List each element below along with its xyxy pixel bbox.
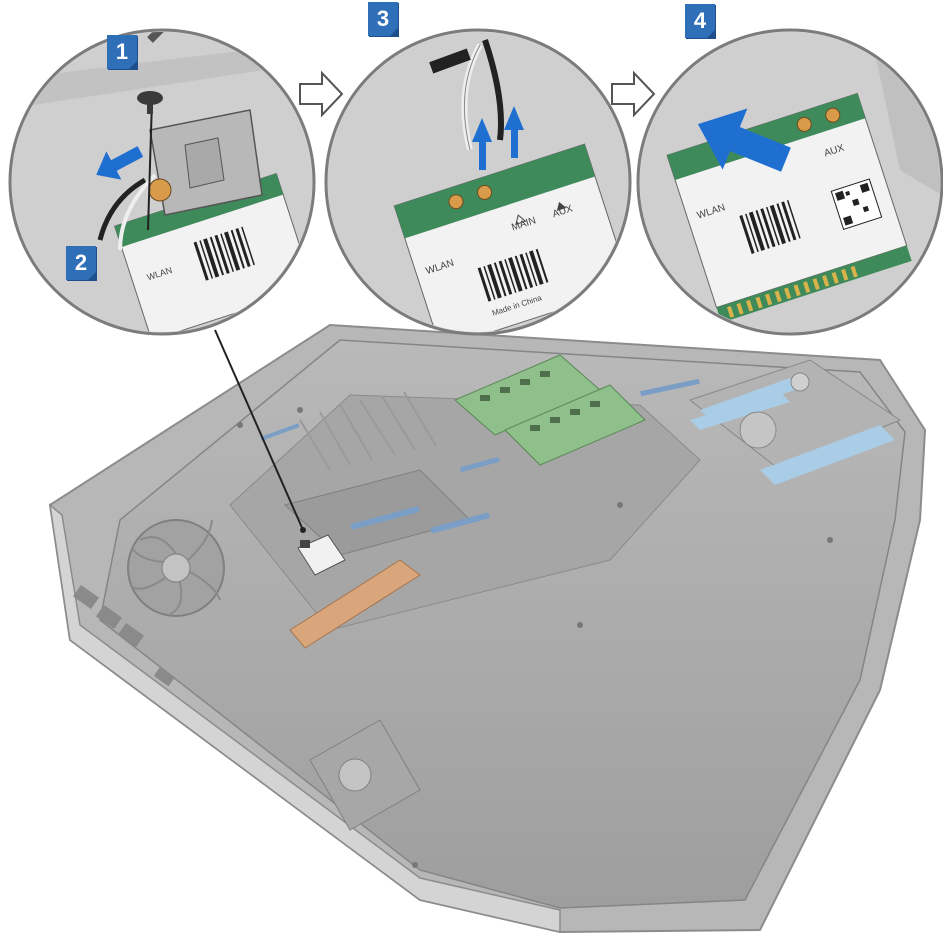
qr-code xyxy=(830,178,883,231)
step-badge-1: 1 xyxy=(107,35,137,69)
step-badge-2: 2 xyxy=(66,246,96,280)
base-screws xyxy=(237,407,833,868)
drive-bay xyxy=(688,359,902,485)
cable-disconnect-arrow-icon xyxy=(472,106,524,170)
side-ports xyxy=(72,584,175,687)
callout-leader-line xyxy=(214,329,304,531)
vent-grill xyxy=(299,391,437,471)
memory-modules xyxy=(454,354,646,466)
outline-right-arrow-icon-2 xyxy=(611,70,656,118)
wireless-card-slot xyxy=(297,534,346,576)
board-connectors xyxy=(260,378,700,534)
bracket-slide-arrow-icon xyxy=(96,146,144,180)
outline-right-arrow-icon xyxy=(299,70,344,118)
screw-icon xyxy=(137,91,163,114)
step-badge-3: 3 xyxy=(368,2,398,36)
laptop-base xyxy=(48,323,927,934)
step-badge-4: 4 xyxy=(685,4,715,38)
card-slide-arrow-icon xyxy=(697,108,791,172)
callout-point xyxy=(300,527,306,533)
zoom-view-step-4: AUX WLAN xyxy=(636,28,943,336)
wireless-card-2: WLAN MAIN AUX Made in China xyxy=(393,143,628,332)
speaker xyxy=(309,719,421,831)
zoom-view-step-1-2: WLAN xyxy=(8,28,316,336)
zoom-view-step-3: WLAN MAIN AUX Made in China xyxy=(324,28,632,336)
ssd-thermal-pad xyxy=(289,559,421,649)
cooling-fan xyxy=(127,519,225,617)
